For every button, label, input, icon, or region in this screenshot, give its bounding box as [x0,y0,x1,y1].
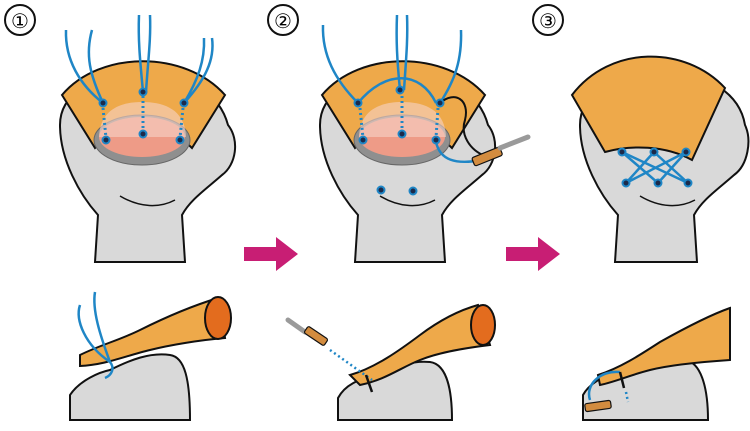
step-3-number: ③ [532,4,564,36]
step-1-number: ① [4,4,36,36]
panel-1-top [58,14,237,263]
step-2-label: ② [274,11,292,33]
suture-dots [101,96,185,139]
bone-cross-section [69,353,192,421]
panel-2-top [318,14,531,263]
suture-bridge [621,150,689,185]
suture-strands [64,14,214,104]
tendon-flap [570,55,727,162]
anchor-inserter [285,317,329,346]
step-2-number: ② [267,4,299,36]
suture-holes [353,85,445,196]
suture-dots [358,96,440,139]
anchor-inserter [471,134,531,167]
suture-strands [321,14,483,164]
suture-holes [617,147,693,188]
step-1-label: ① [11,11,29,33]
panel-1-bottom [69,291,232,421]
tendon-side [596,306,731,387]
suture-holes [98,87,189,145]
panel-3-bottom [582,306,731,421]
panel-2-bottom [285,303,496,421]
step-3-label: ③ [539,11,557,33]
arrow-right-icon [506,237,560,271]
suture-strands [77,291,114,380]
anchor [584,399,612,413]
arrow-right-icon [244,237,298,271]
panel-3-top [570,55,750,263]
